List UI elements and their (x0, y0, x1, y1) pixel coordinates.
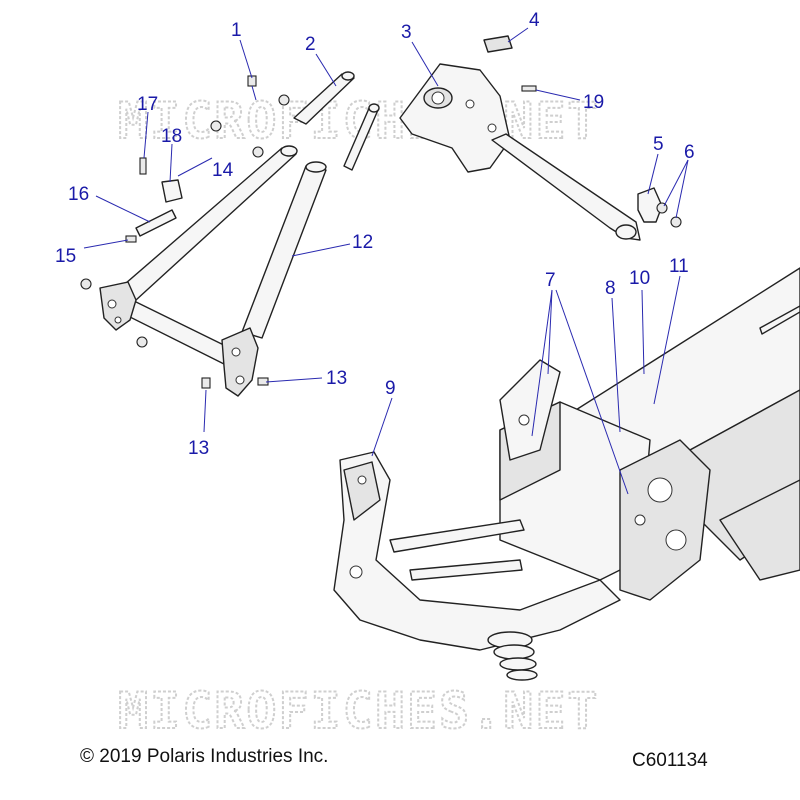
part-6-nuts (656, 202, 682, 228)
callout-12: 12 (352, 232, 373, 253)
callout-11: 11 (669, 256, 689, 277)
callout-10: 10 (629, 268, 650, 289)
callout-3: 3 (401, 22, 412, 43)
callout-8: 8 (605, 278, 616, 299)
callout-17: 17 (137, 94, 158, 115)
part-4-pad (483, 35, 513, 53)
watermark-bottom: MICROFICHES.NET (118, 682, 600, 740)
part-13-bolt-b (201, 377, 211, 389)
callout-15: 15 (55, 246, 76, 267)
figure-code: C601134 (632, 750, 708, 771)
callout-19: 19 (583, 92, 604, 113)
steering-boot (487, 631, 538, 681)
callout-9: 9 (385, 378, 396, 399)
part-17-bolt (139, 157, 147, 175)
callout-2: 2 (305, 34, 316, 55)
callout-14: 14 (212, 160, 234, 181)
part-5-clip (637, 187, 663, 223)
callout-13-right: 13 (326, 368, 347, 389)
callout-5: 5 (653, 134, 664, 155)
main-chassis (333, 267, 800, 681)
callout-13-bottom: 13 (188, 438, 209, 459)
callout-7: 7 (545, 270, 556, 291)
callout-16: 16 (68, 184, 89, 205)
part-18-bracket (161, 179, 183, 203)
callout-6: 6 (684, 142, 695, 163)
part-1-bolt (247, 75, 257, 101)
leader-lines (83, 27, 689, 495)
callouts: 1 2 3 4 5 6 7 8 9 10 11 12 13 13 14 15 1… (55, 10, 695, 459)
part-16-bracket (135, 209, 177, 237)
callout-4: 4 (529, 10, 540, 31)
part-12-tube (241, 161, 327, 339)
part-2-link (293, 71, 380, 171)
part-19-pin (521, 85, 537, 92)
part-3-steering-post (399, 63, 641, 241)
callout-1: 1 (231, 20, 242, 41)
callout-18: 18 (161, 126, 182, 147)
front-frame-tube-assembly (99, 145, 298, 397)
copyright-text: © 2019 Polaris Industries Inc. (80, 746, 329, 767)
part-15-screw (125, 235, 137, 243)
